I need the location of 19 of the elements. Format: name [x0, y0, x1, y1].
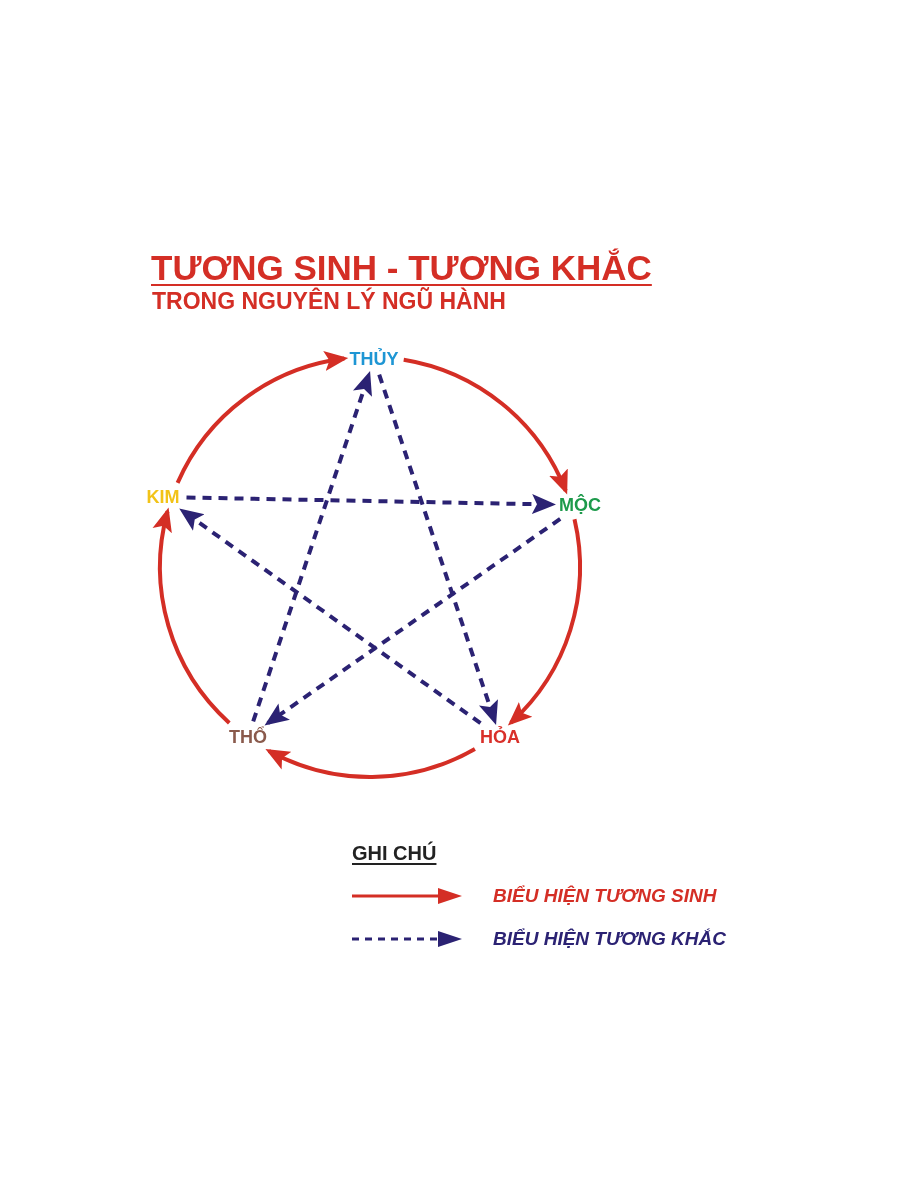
dashed-arrow: [186, 494, 556, 515]
dashed-arrow: [377, 374, 498, 726]
curved-arrow: [265, 747, 476, 779]
legend-text: BIỂU HIỆN TƯƠNG SINH: [493, 884, 717, 908]
legend-text: BIỂU HIỆN TƯƠNG KHẮC: [493, 927, 726, 951]
curved-arrow: [175, 352, 349, 484]
curved-arrow: [403, 357, 568, 495]
element-label: MỘC: [557, 494, 603, 516]
curved-arrow: [508, 518, 582, 726]
element-label: HỎA: [478, 726, 522, 748]
dashed-arrow: [251, 370, 372, 722]
diagram-title: TƯƠNG SINH - TƯƠNG KHẮC: [151, 248, 652, 287]
legend-heading: GHI CHÚ: [352, 843, 437, 863]
curved-arrow: [153, 507, 231, 725]
dashed-arrow: [264, 517, 562, 726]
dashed-arrow: [179, 508, 482, 725]
element-label: KIM: [144, 486, 182, 508]
element-label: THỦY: [347, 348, 401, 370]
element-label: THỔ: [227, 726, 269, 748]
